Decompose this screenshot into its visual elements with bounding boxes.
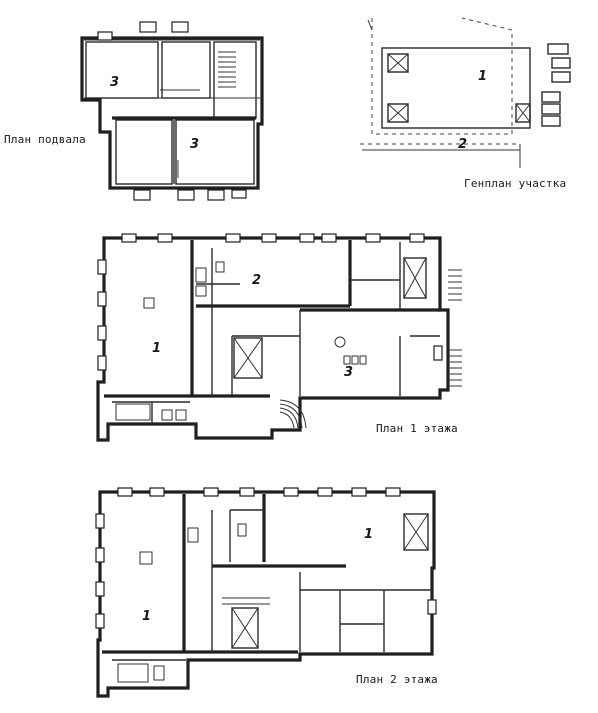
floor1-stair-right <box>403 257 462 387</box>
site-main-building-number: 1 <box>478 69 487 84</box>
floor2-room-top-right-number: 1 <box>364 527 373 542</box>
basement-stair <box>218 51 236 88</box>
site-road-number: 2 <box>458 137 467 152</box>
floor1-room-right-number: 3 <box>344 365 353 380</box>
basement-plan: 3 3 <box>80 21 264 201</box>
floor2-room-left-number: 1 <box>142 609 151 624</box>
floor1-room-top-number: 2 <box>252 273 261 288</box>
floor1-entrance-steps <box>279 399 307 429</box>
site-plan-caption: Генплан участка <box>464 177 567 190</box>
floor2-plan-caption: План 2 этажа <box>356 673 438 686</box>
floor1-plan: 1 2 3 <box>96 233 462 442</box>
floor2-plan: 1 1 <box>95 487 437 698</box>
site-plan: 1 2 <box>360 17 571 168</box>
basement-room-left-number: 3 <box>110 75 119 90</box>
floor1-room-left-number: 1 <box>152 341 161 356</box>
basement-room-right-number: 3 <box>190 137 199 152</box>
basement-plan-caption: План подвала <box>4 133 86 146</box>
floor1-plan-caption: План 1 этажа <box>376 422 458 435</box>
